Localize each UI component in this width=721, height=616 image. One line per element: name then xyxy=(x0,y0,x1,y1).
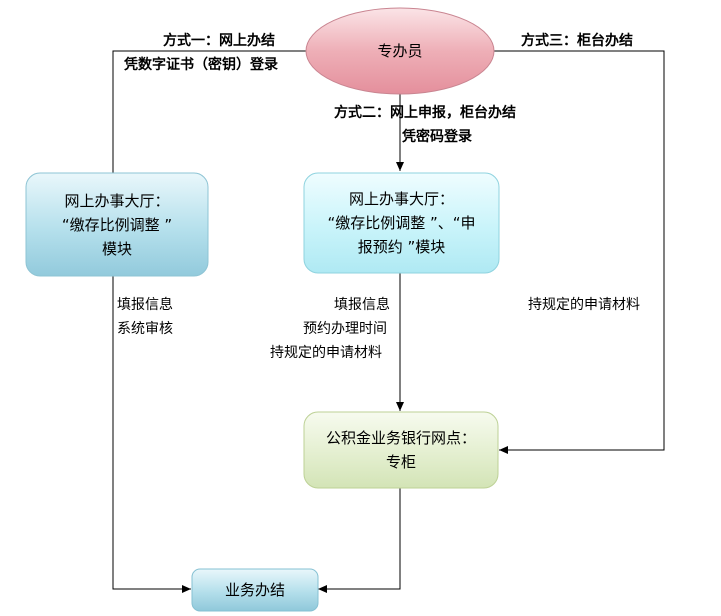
method-three-title: 方式三：柜台办结 xyxy=(521,33,633,49)
hall-mid-box xyxy=(303,172,500,274)
hall-mid-line-2: “缴存比例调整 ”、“申 xyxy=(327,214,476,232)
connector-left-to-done xyxy=(112,276,191,593)
left-note-1: 填报信息 xyxy=(117,297,173,313)
mid-note-2: 预约办理时间 xyxy=(303,321,387,337)
done-label: 业务办结 xyxy=(224,581,285,599)
hall-left-line-1: 网上办事大厅： xyxy=(64,192,170,210)
right-note: 持规定的申请材料 xyxy=(528,297,640,313)
counter-box xyxy=(303,411,499,489)
connectors xyxy=(112,50,665,593)
hall-left-node: 网上办事大厅： “缴存比例调整 ” 模块 xyxy=(26,175,208,275)
connector-counter-to-done xyxy=(318,488,401,593)
left-note-2: 系统审核 xyxy=(117,321,173,337)
staff-ellipse xyxy=(305,7,495,95)
method-two-detail: 凭密码登录 xyxy=(402,129,472,145)
counter-line-2: 专柜 xyxy=(385,453,416,471)
hall-left-box xyxy=(25,172,209,277)
hall-mid-line-3: 报预约 ”模块 xyxy=(357,238,446,256)
connector-method-one xyxy=(112,50,322,173)
counter-line-1: 公积金业务银行网点： xyxy=(325,429,476,447)
method-two-title: 方式二：网上申报，柜台办结 xyxy=(334,105,516,121)
counter-node: 公积金业务银行网点： 专柜 xyxy=(304,413,498,487)
hall-left-line-2: “缴存比例调整 ” xyxy=(61,216,173,234)
staff-node: 专办员 xyxy=(310,30,490,72)
mid-note-1: 填报信息 xyxy=(334,297,390,313)
done-node: 业务办结 xyxy=(192,569,318,611)
mid-note-3: 持规定的申请材料 xyxy=(270,345,382,361)
hall-mid-node: 网上办事大厅： “缴存比例调整 ”、“申 报预约 ”模块 xyxy=(304,174,499,272)
hall-mid-line-1: 网上办事大厅： xyxy=(348,190,454,208)
hall-left-line-3: 模块 xyxy=(101,240,132,258)
staff-label: 专办员 xyxy=(377,42,423,60)
method-one-title: 方式一：网上办结 xyxy=(163,33,275,49)
connector-method-three xyxy=(480,50,665,454)
method-one-detail: 凭数字证书（密钥）登录 xyxy=(124,57,278,73)
done-box xyxy=(191,568,319,612)
